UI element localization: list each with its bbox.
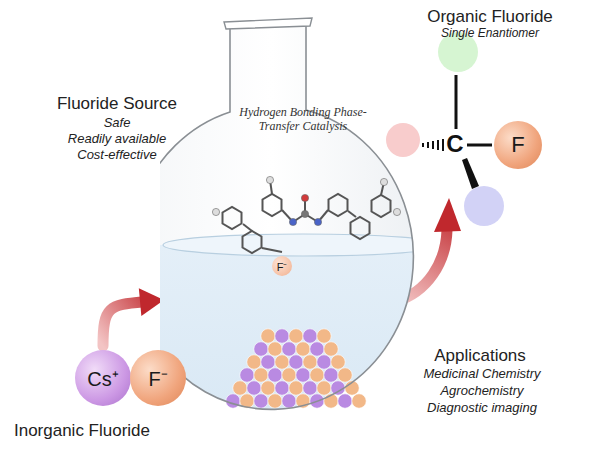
- note-text: Safe: [104, 116, 131, 131]
- ion-symbol: F: [511, 132, 524, 158]
- reaction-arrow: [103, 288, 164, 346]
- heading-text: Applications: [434, 346, 526, 366]
- ion-symbol: Cs⁺: [87, 365, 118, 392]
- note-text: Agrochemistry: [440, 384, 523, 399]
- catalyst-molecule: [223, 180, 391, 253]
- ion-sphere: F⁻: [272, 256, 292, 276]
- flask-caption: Hydrogen Bonding Phase-Transfer Catalysi…: [228, 105, 378, 134]
- red-substituent: [386, 123, 420, 157]
- heading-text: Organic Fluoride: [427, 7, 553, 27]
- arrow-shaft: [103, 302, 144, 346]
- flask-lip: [224, 18, 312, 29]
- blue-substituent: [464, 186, 504, 226]
- hashed-wedge-bond: [423, 139, 443, 151]
- bold-wedge-bond: [462, 158, 479, 189]
- ion-symbol: F⁻: [148, 365, 167, 392]
- note-text: Single Enantiomer: [441, 27, 539, 41]
- product-arrow-head: [434, 198, 461, 232]
- bond: [467, 144, 492, 147]
- flask-outline: [160, 15, 450, 435]
- ion-symbol: F⁻: [277, 259, 288, 274]
- ion-sphere: Cs⁺: [75, 350, 131, 406]
- note-text: Cost-effective: [77, 148, 156, 163]
- note-text: Readily available: [68, 132, 166, 147]
- note-text: Diagnostic imaging: [427, 401, 537, 416]
- ion-sphere: F⁻: [130, 350, 186, 406]
- cesium-fluoride-crystal: [226, 329, 366, 408]
- note-text: Medicinal Chemistry: [423, 367, 540, 382]
- flask-border: [160, 24, 413, 409]
- ion-sphere: F: [494, 121, 542, 169]
- atom-symbol: C: [446, 130, 463, 158]
- flask: Hydrogen Bonding Phase-Transfer Catalysi…: [160, 15, 450, 435]
- heading-text: Fluoride Source: [57, 94, 177, 114]
- bond: [455, 75, 458, 129]
- heading-text: Inorganic Fluoride: [14, 421, 150, 441]
